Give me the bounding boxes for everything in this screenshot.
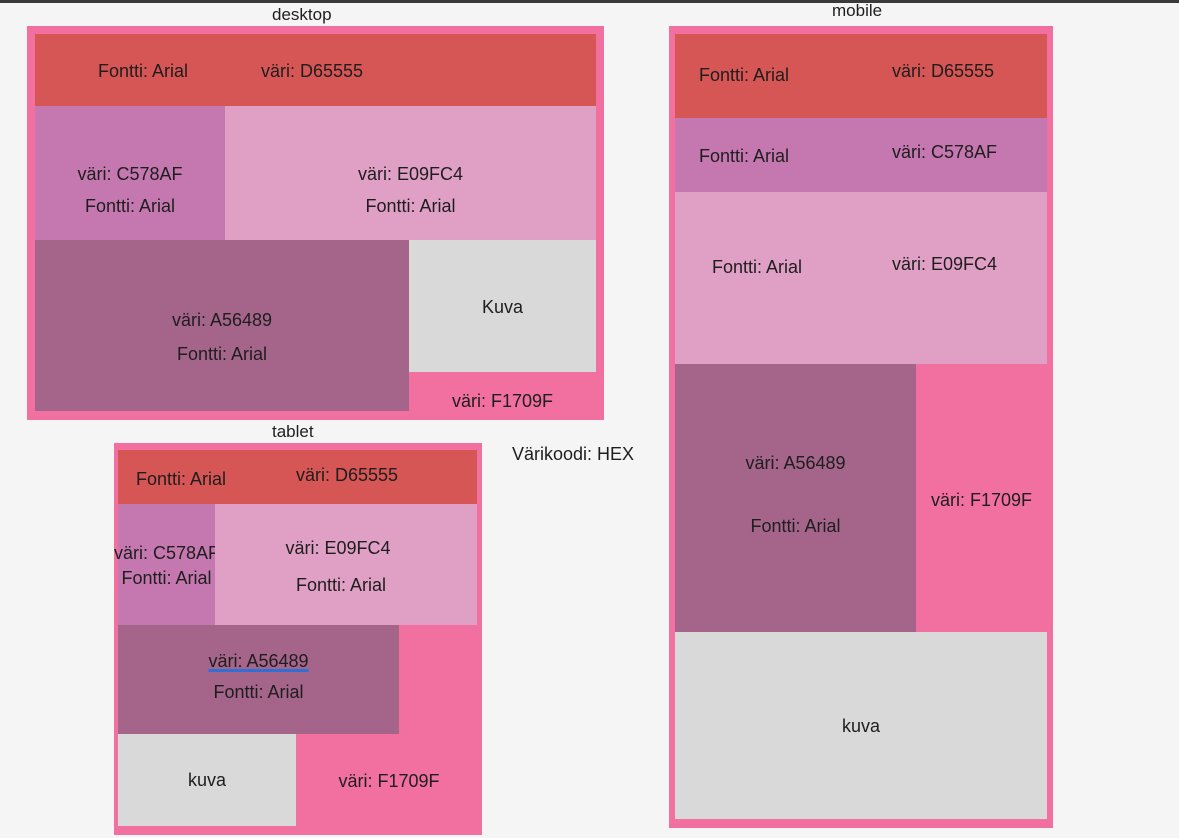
tablet-header-font-label: Fontti: Arial — [136, 469, 227, 489]
desktop-e09fc4-color-label: väri: E09FC4 — [357, 164, 464, 184]
mobile-bg-color-label: väri: F1709F — [930, 490, 1033, 510]
mobile-a56489-color-label: väri: A56489 — [745, 453, 846, 473]
desktop-bg-color-label: väri: F1709F — [451, 391, 554, 411]
mobile-header-color-label: väri: D65555 — [892, 61, 995, 81]
mobile-c578af-block[interactable]: Fontti: Arial väri: C578AF — [675, 118, 1047, 192]
desktop-header-block[interactable]: Fontti: Arial väri: D65555 — [35, 34, 596, 106]
tablet-a56489-color-label: väri: A56489 — [208, 651, 309, 671]
desktop-a56489-color-label: väri: A56489 — [171, 310, 273, 330]
desktop-e09fc4-font-label: Fontti: Arial — [365, 196, 456, 216]
desktop-header-color-label: väri: D65555 — [261, 61, 364, 81]
desktop-header-font-label: Fontti: Arial — [98, 61, 189, 81]
tablet-image-placeholder[interactable]: kuva — [118, 734, 296, 826]
tablet-c578af-font-label: Fontti: Arial — [121, 568, 212, 588]
mobile-a56489-font-label: Fontti: Arial — [750, 516, 841, 536]
tablet-a56489-block[interactable]: väri: A56489 Fontti: Arial — [118, 625, 399, 734]
mobile-c578af-color-label: väri: C578AF — [892, 142, 998, 162]
mobile-e09fc4-block[interactable]: Fontti: Arial väri: E09FC4 — [675, 192, 1047, 364]
mobile-header-font-label: Fontti: Arial — [699, 65, 790, 85]
top-toolbar-edge — [0, 0, 1179, 3]
tablet-a56489-font-label: Fontti: Arial — [213, 682, 304, 702]
mobile-header-block[interactable]: Fontti: Arial väri: D65555 — [675, 34, 1047, 118]
mobile-frame[interactable]: Fontti: Arial väri: D65555 Fontti: Arial… — [669, 26, 1053, 828]
mobile-frame-label: mobile — [832, 1, 883, 20]
desktop-image-label: Kuva — [481, 297, 524, 317]
desktop-image-placeholder[interactable]: Kuva — [409, 240, 596, 372]
tablet-bg-color-label: väri: F1709F — [338, 771, 440, 791]
mobile-image-placeholder[interactable]: kuva — [675, 632, 1047, 819]
tablet-e09fc4-font-label: Fontti: Arial — [295, 575, 387, 595]
mobile-e09fc4-font-label: Fontti: Arial — [712, 257, 803, 277]
tablet-frame-label: tablet — [272, 422, 314, 441]
tablet-e09fc4-block[interactable]: väri: E09FC4 Fontti: Arial — [215, 504, 477, 625]
color-code-note: Värikoodi: HEX — [512, 444, 635, 464]
mobile-image-label: kuva — [841, 716, 881, 736]
desktop-c578af-block[interactable]: väri: C578AF Fontti: Arial — [35, 106, 225, 240]
tablet-c578af-block[interactable]: väri: C578AF Fontti: Arial — [114, 504, 219, 625]
desktop-e09fc4-block[interactable]: väri: E09FC4 Fontti: Arial — [225, 106, 596, 240]
tablet-c578af-color-label: väri: C578AF — [113, 543, 220, 563]
tablet-header-color-label: väri: D65555 — [296, 465, 399, 485]
desktop-frame-label: desktop — [272, 5, 332, 24]
desktop-a56489-block[interactable]: väri: A56489 Fontti: Arial — [35, 240, 409, 411]
tablet-header-block[interactable]: Fontti: Arial väri: D65555 — [118, 450, 477, 504]
mobile-a56489-block[interactable]: väri: A56489 Fontti: Arial — [675, 364, 916, 632]
desktop-c578af-color-label: väri: C578AF — [77, 164, 183, 184]
mobile-e09fc4-color-label: väri: E09FC4 — [892, 254, 998, 274]
tablet-e09fc4-color-label: väri: E09FC4 — [285, 538, 391, 558]
desktop-c578af-font-label: Fontti: Arial — [84, 196, 176, 216]
tablet-image-label: kuva — [187, 770, 227, 790]
desktop-frame[interactable]: Fontti: Arial väri: D65555 väri: C578AF … — [27, 26, 604, 420]
desktop-a56489-font-label: Fontti: Arial — [176, 344, 268, 364]
mobile-c578af-font-label: Fontti: Arial — [699, 146, 790, 166]
tablet-frame[interactable]: Fontti: Arial väri: D65555 väri: C578AF … — [114, 443, 482, 835]
